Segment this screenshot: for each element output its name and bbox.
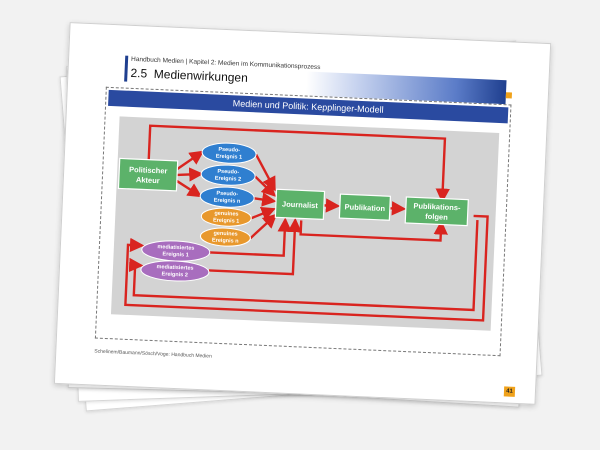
arrow-publikation-folgen — [389, 201, 407, 216]
node-label: Akteur — [136, 175, 160, 185]
arrow-journalist-publikation — [323, 198, 341, 213]
arrow-akteur-pseudo1 — [176, 150, 205, 170]
node-label: Ereignis 2 — [161, 271, 188, 278]
node-label: Journalist — [282, 200, 319, 211]
node-label: Pseudo- — [216, 191, 238, 198]
arrow-medial2-journalist — [208, 217, 302, 276]
header-accent-bar — [124, 55, 129, 82]
node-label: mediatisiertes — [157, 244, 194, 252]
node-label: genuines — [213, 231, 237, 238]
section-title-text: Medienwirkungen — [153, 66, 249, 85]
node-genuines-ereignis-1: genuines Ereignis 1 — [200, 207, 252, 227]
node-label: Pseudo- — [217, 169, 239, 176]
node-label: genuines — [214, 211, 238, 218]
arrow-akteur-pseudon — [176, 179, 203, 198]
node-label: Publikations- — [413, 201, 461, 212]
diagram-frame: Medien und Politik: Kepplinger-Modell — [94, 86, 512, 357]
node-politischer-akteur: Politischer Akteur — [117, 157, 179, 192]
arrow-medial1-journalist — [209, 217, 292, 257]
kepplinger-diagram: Politischer Akteur Pseudo- Ereignis 1 Ps… — [110, 116, 500, 331]
arrow-left-loop — [124, 214, 489, 322]
node-label: Pseudo- — [218, 147, 240, 154]
node-mediatisiertes-ereignis-1: mediatisiertes Ereignis 1 — [141, 240, 211, 262]
page-title: 2.5 Medienwirkungen — [130, 66, 248, 85]
node-label: Politischer — [129, 165, 168, 176]
section-number: 2.5 — [130, 65, 148, 81]
node-label: Ereignis 1 — [162, 251, 189, 258]
node-label: Ereignis 2 — [215, 176, 242, 183]
node-pseudo-ereignis-2: Pseudo- Ereignis 2 — [200, 164, 256, 186]
arrow-pseudo2-journalist — [254, 175, 277, 197]
arrow-pseudon-journalist — [253, 192, 277, 207]
slide-footer: Schelinem/Baumann/Sösch/Voge: Handbuch M… — [94, 348, 212, 360]
node-mediatisiertes-ereignis-2: mediatisiertes Ereignis 2 — [140, 260, 210, 282]
slide-page: Handbuch Medien | Kapitel 2: Medien im K… — [53, 22, 552, 405]
arrow-akteur-to-folgen — [147, 124, 450, 203]
node-label: Ereignis n — [214, 198, 241, 205]
header-orange-mark — [505, 92, 513, 99]
arrow-genuinn-journalist — [249, 213, 278, 240]
arrow-loop-medial2 — [128, 220, 479, 312]
node-genuines-ereignis-n: genuines Ereignis n — [199, 227, 251, 247]
node-pseudo-ereignis-1: Pseudo- Ereignis 1 — [201, 142, 257, 164]
node-publikation: Publikation — [338, 193, 391, 221]
page-number: 41 — [503, 386, 516, 397]
node-label: Publikation — [344, 202, 385, 213]
node-label: mediatisiertes — [156, 264, 193, 272]
arrow-journalist-feedback — [299, 220, 448, 242]
node-publikationsfolgen: Publikations- folgen — [404, 196, 469, 227]
node-journalist: Journalist — [274, 188, 326, 220]
node-label: Ereignis 1 — [213, 218, 240, 225]
node-pseudo-ereignis-n: Pseudo- Ereignis n — [199, 186, 255, 208]
node-label: Ereignis 1 — [216, 154, 243, 161]
node-label: Ereignis n — [212, 238, 239, 245]
node-label: folgen — [425, 212, 448, 222]
arrow-akteur-pseudo2 — [177, 167, 204, 182]
connector-arrows — [124, 124, 489, 322]
